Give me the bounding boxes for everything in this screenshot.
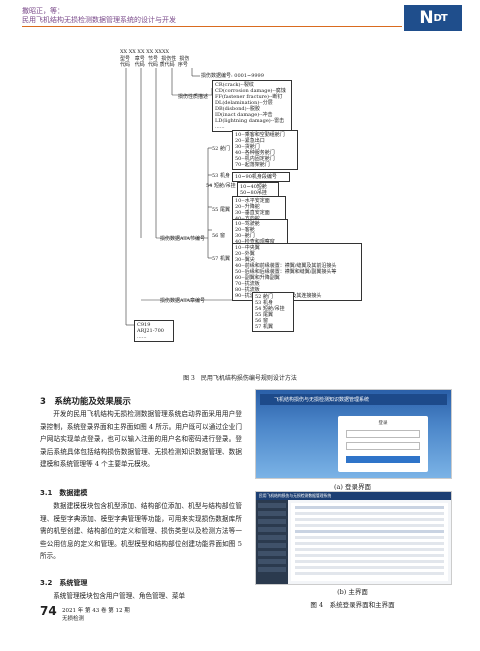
chapter-box: 52 舱门 53 机身 54 短舱/吊挂 55 尾翼 56 窗 57 机翼 (252, 292, 294, 332)
login-screenshot: 飞机结构损伤与无损检测知识数据管理系统 登录 (255, 389, 452, 479)
login-card: 登录 (338, 416, 428, 472)
figure4a-caption: (a) 登录界面 (333, 483, 371, 491)
ch55-label: 55 尾翼 (212, 207, 230, 213)
ch57-box: 10--中央翼 20--外翼 30--翼尖 40--前缘和前缘装置：襟翼/缝翼及… (232, 243, 362, 301)
login-banner: 飞机结构损伤与无损检测知识数据管理系统 (260, 394, 447, 405)
paragraph-intro: 开发的民用飞机结构无损检测数据管理系统启动界面采用用户登录控制，系统登录界面和主… (40, 410, 242, 469)
label-nature: 损伤性 (161, 56, 177, 62)
ch54-box: 10~40短舱 50~80吊挂 (237, 182, 279, 198)
top-codes: XX XX XX XX XXXX (120, 49, 170, 55)
header-authors: 撒昭正，等： (22, 7, 64, 15)
logo-main: N (419, 8, 433, 28)
ch57-label: 57 机翼 (212, 256, 230, 262)
nature-box: CR(crack)--裂纹 CD(corrosion damage)--腐蚀 F… (212, 80, 292, 132)
figure3-diagram: XX XX XX XX XXXX 型号 章号 节号 损伤性 损伤 代码 代码 代… (120, 49, 362, 342)
header-title: 民用飞机结构无损检测数据管理系统的设计与开发 (22, 16, 176, 24)
ch52-label: 52 舱门 (212, 146, 230, 152)
subsection-system: 3.2 系统管理 (40, 579, 88, 587)
section-label: 损伤数据ATA节编号 (160, 236, 206, 242)
main-content (291, 503, 448, 581)
label-chapter: 章号 (134, 56, 145, 62)
ch54-label: 54 短舱/吊挂 (206, 183, 236, 189)
top-labels-row1: 型号 章号 节号 损伤性 损伤 (120, 56, 189, 62)
figure3-caption: 图 3 民用飞机结构损伤编号规则设计方法 (183, 375, 297, 382)
footer-journal: 无损检测 (62, 616, 85, 622)
ch52-box: 10--乘客和空勤组舱门 20--紧急出口 30--货舱门 40--各种服务舱门… (232, 130, 298, 170)
section-title: 3 系统功能及效果展示 (40, 397, 131, 407)
subsection-modeling: 3.1 数据建模 (40, 489, 88, 497)
figure4b-caption: (b) 主界面 (337, 588, 368, 596)
label-serial: 损伤 (179, 56, 190, 62)
top-labels-row2: 代码 代码 代码 质代码 序号 (120, 62, 188, 68)
password-field (346, 442, 420, 450)
ch53-box: 10~90机身段编号 (232, 172, 290, 182)
label-model: 型号 (120, 56, 131, 62)
label-section: 节号 (148, 56, 159, 62)
nature-label: 损伤性质描述 (178, 94, 209, 100)
logo-small: DT (433, 12, 448, 24)
ch56-label: 56 窗 (212, 233, 225, 239)
footer-issue: 2021 年 第 43 卷 第 12 期 (62, 608, 130, 614)
login-button (346, 456, 420, 463)
main-sidebar (256, 500, 288, 584)
main-screenshot: 民用飞机结构损伤与无损检测数据管理系统 (255, 491, 452, 585)
chapter-label: 损伤数据ATA章编号 (160, 298, 206, 304)
ch56-box: 10--驾驶舱 20--客舱 30--舱门 40--检查和观察窗 (232, 219, 288, 247)
paragraph-system: 系统管理模块包含用户管理、角色管理、菜单 (53, 592, 186, 600)
username-field (346, 430, 420, 438)
serial-label: 损伤数据编号: 0001~9999 (201, 73, 264, 79)
paragraph-modeling: 数据建模模块包含机型添加、结构部位添加、机型与结构部位管理、模型字典添加、模型字… (40, 502, 242, 561)
main-topbar: 民用飞机结构损伤与无损检测数据管理系统 (256, 492, 451, 500)
page-number: 74 (40, 604, 57, 618)
model-box: C919 ARJ21-700 ...... (134, 320, 174, 342)
figure4-caption: 图 4 系统登录界面和主界面 (310, 601, 395, 609)
header-rule (22, 26, 402, 27)
login-title: 登录 (378, 421, 388, 426)
ch53-label: 53 机身 (212, 173, 230, 179)
